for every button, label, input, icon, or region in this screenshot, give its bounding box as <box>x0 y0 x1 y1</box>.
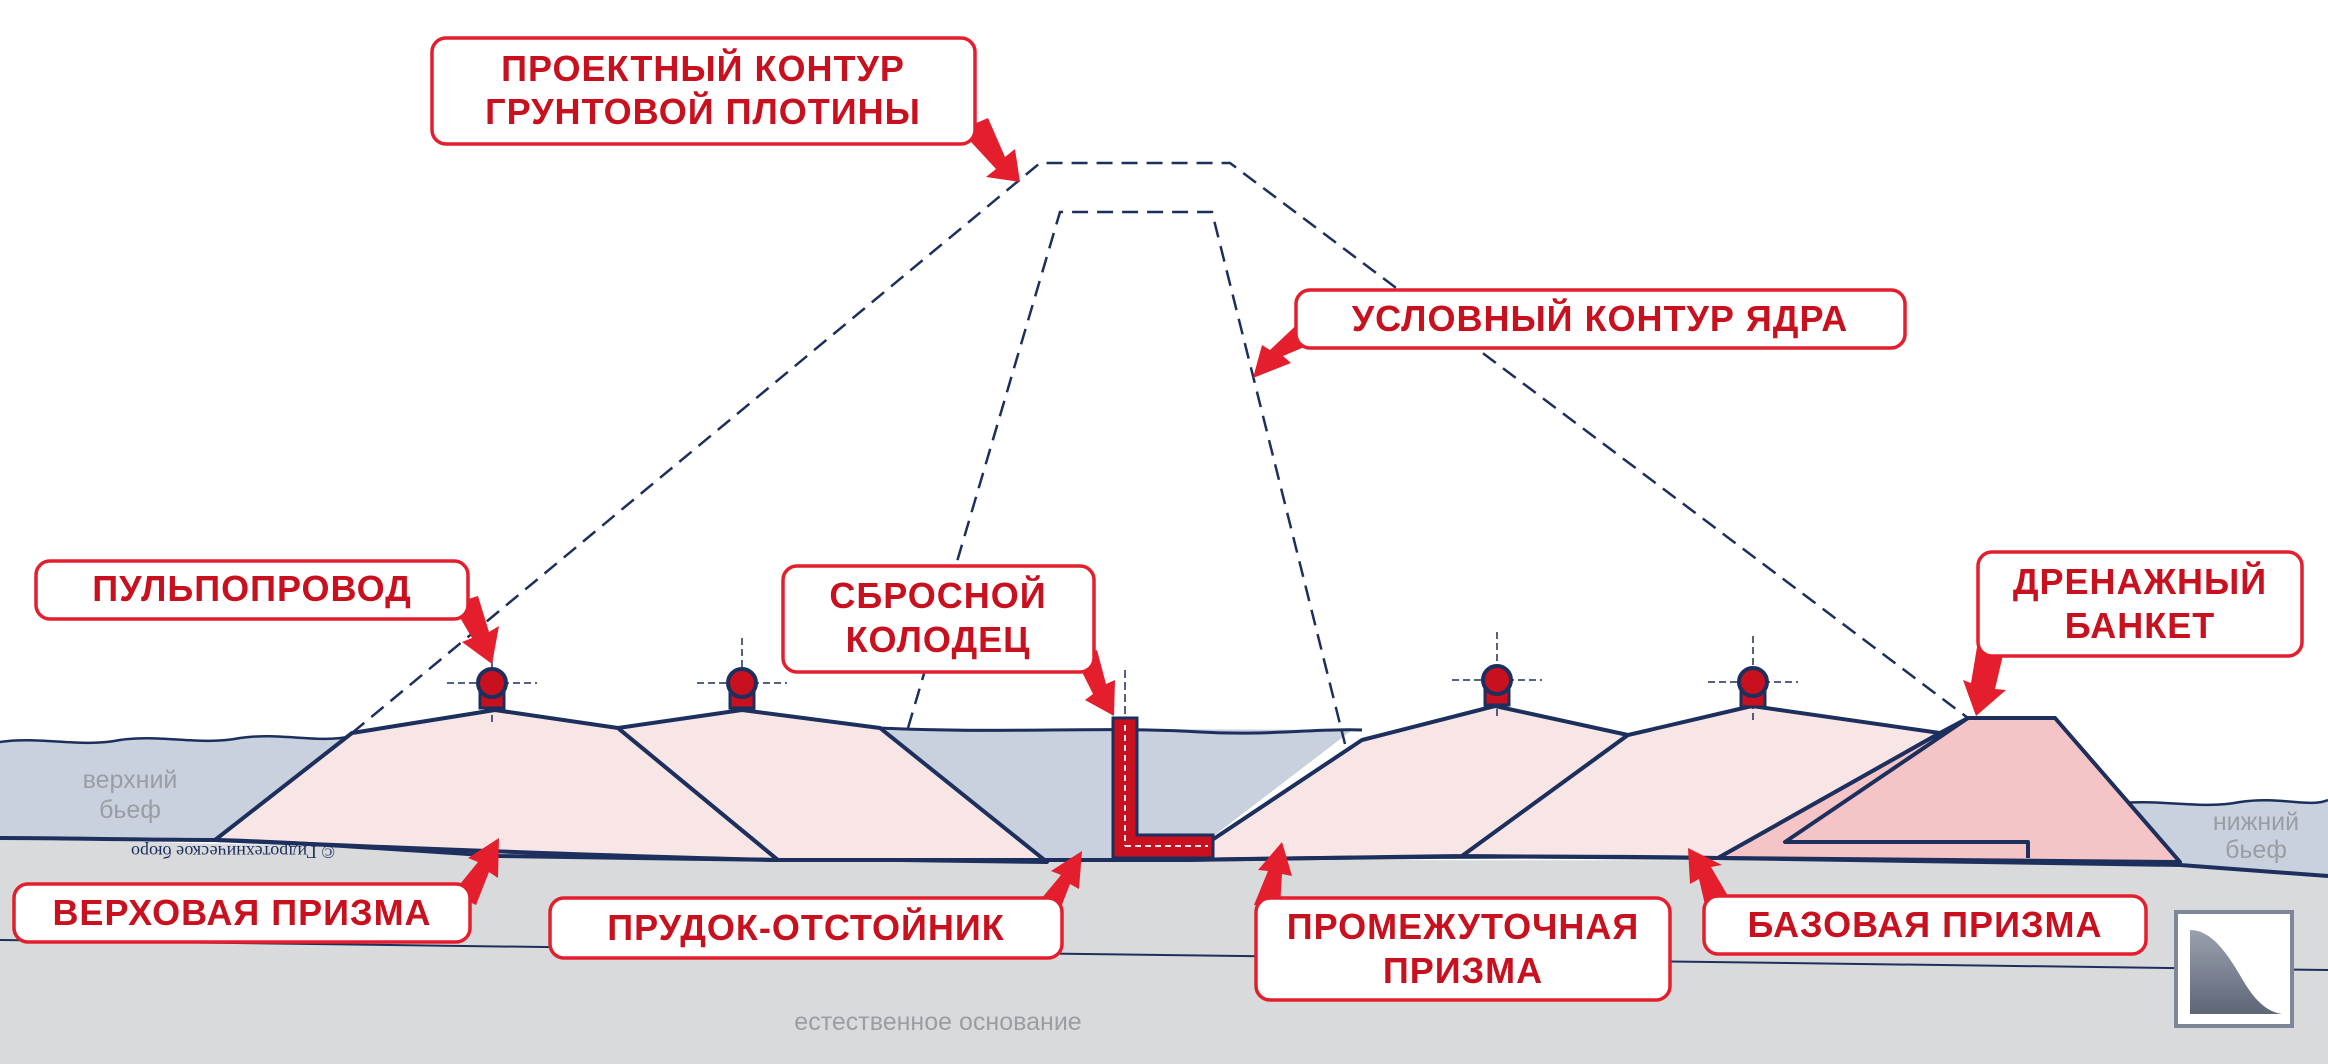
callout-drainage-bank: ДРЕНАЖНЫЙ БАНКЕТ <box>1976 550 2304 658</box>
callout-base-prism: БАЗОВАЯ ПРИЗМА <box>1702 894 2148 956</box>
upper-pool-surface <box>0 734 353 745</box>
pulp-pipe-4 <box>1708 636 1798 720</box>
lower-pool-label-2: бьеф <box>2225 836 2287 864</box>
upper-pool-label: верхний <box>83 766 178 794</box>
drain-label-2: БАНКЕТ <box>2065 605 2215 646</box>
slope-logo-icon <box>2174 910 2294 1028</box>
callout-project-contour: ПРОЕКТНЫЙ КОНТУР ГРУНТОВОЙ ПЛОТИНЫ <box>430 36 977 146</box>
settling-pond-label: ПРУДОК-ОТСТОЙНИК <box>607 906 1005 948</box>
core-contour-label: УСЛОВНЫЙ КОНТУР ЯДРА <box>1352 297 1849 339</box>
spillway-label-1: СБРОСНОЙ <box>829 574 1046 616</box>
pulp-pipe-2 <box>697 638 787 710</box>
project-contour-label-1: ПРОЕКТНЫЙ КОНТУР <box>501 47 905 89</box>
spillway-label-2: КОЛОДЕЦ <box>846 619 1031 660</box>
callout-spillway-well: СБРОСНОЙ КОЛОДЕЦ <box>781 564 1096 674</box>
upstream-prism-label: ВЕРХОВАЯ ПРИЗМА <box>52 892 431 933</box>
pulp-pipe-1 <box>447 660 537 722</box>
callout-arrows <box>452 118 2006 915</box>
lower-pool-surface <box>2109 798 2328 807</box>
callout-core-contour: УСЛОВНЫЙ КОНТУР ЯДРА <box>1294 288 1907 350</box>
upper-pool-water <box>0 736 352 840</box>
callout-settling-pond: ПРУДОК-ОТСТОЙНИК <box>548 896 1064 960</box>
core-contour <box>906 210 1347 745</box>
spillway-well <box>1111 716 1215 860</box>
base-prism-label: БАЗОВАЯ ПРИЗМА <box>1748 904 2103 945</box>
project-dam-contour <box>351 161 1969 734</box>
callout-intermediate-prism: ПРОМЕЖУТОЧНАЯ ПРИЗМА <box>1254 896 1672 1002</box>
callout-upstream-prism: ВЕРХОВАЯ ПРИЗМА <box>12 882 472 944</box>
pond-surface <box>879 726 1363 735</box>
pulp-pipe-3 <box>1452 632 1542 720</box>
lower-pool-water <box>2110 800 2328 875</box>
drain-label-1: ДРЕНАЖНЫЙ <box>2013 560 2267 602</box>
pulp-pipeline-label: ПУЛЬПОПРОВОД <box>92 568 412 609</box>
ground-surface-line <box>0 836 2328 878</box>
project-contour-label-2: ГРУНТОВОЙ ПЛОТИНЫ <box>485 90 921 132</box>
intermediate-prism-label-1: ПРОМЕЖУТОЧНАЯ <box>1287 906 1640 947</box>
foundation-label: естественное основание <box>794 1008 1081 1036</box>
copyright-mark: © Гидротехническое бюро <box>131 842 335 862</box>
callout-pulp-pipeline: ПУЛЬПОПРОВОД <box>34 559 470 621</box>
intermediate-prism-label-2: ПРИЗМА <box>1383 950 1543 991</box>
upper-pool-label-2: бьеф <box>99 796 161 824</box>
drain-pipe <box>1783 716 2030 858</box>
lower-pool-label: нижний <box>2213 808 2299 836</box>
